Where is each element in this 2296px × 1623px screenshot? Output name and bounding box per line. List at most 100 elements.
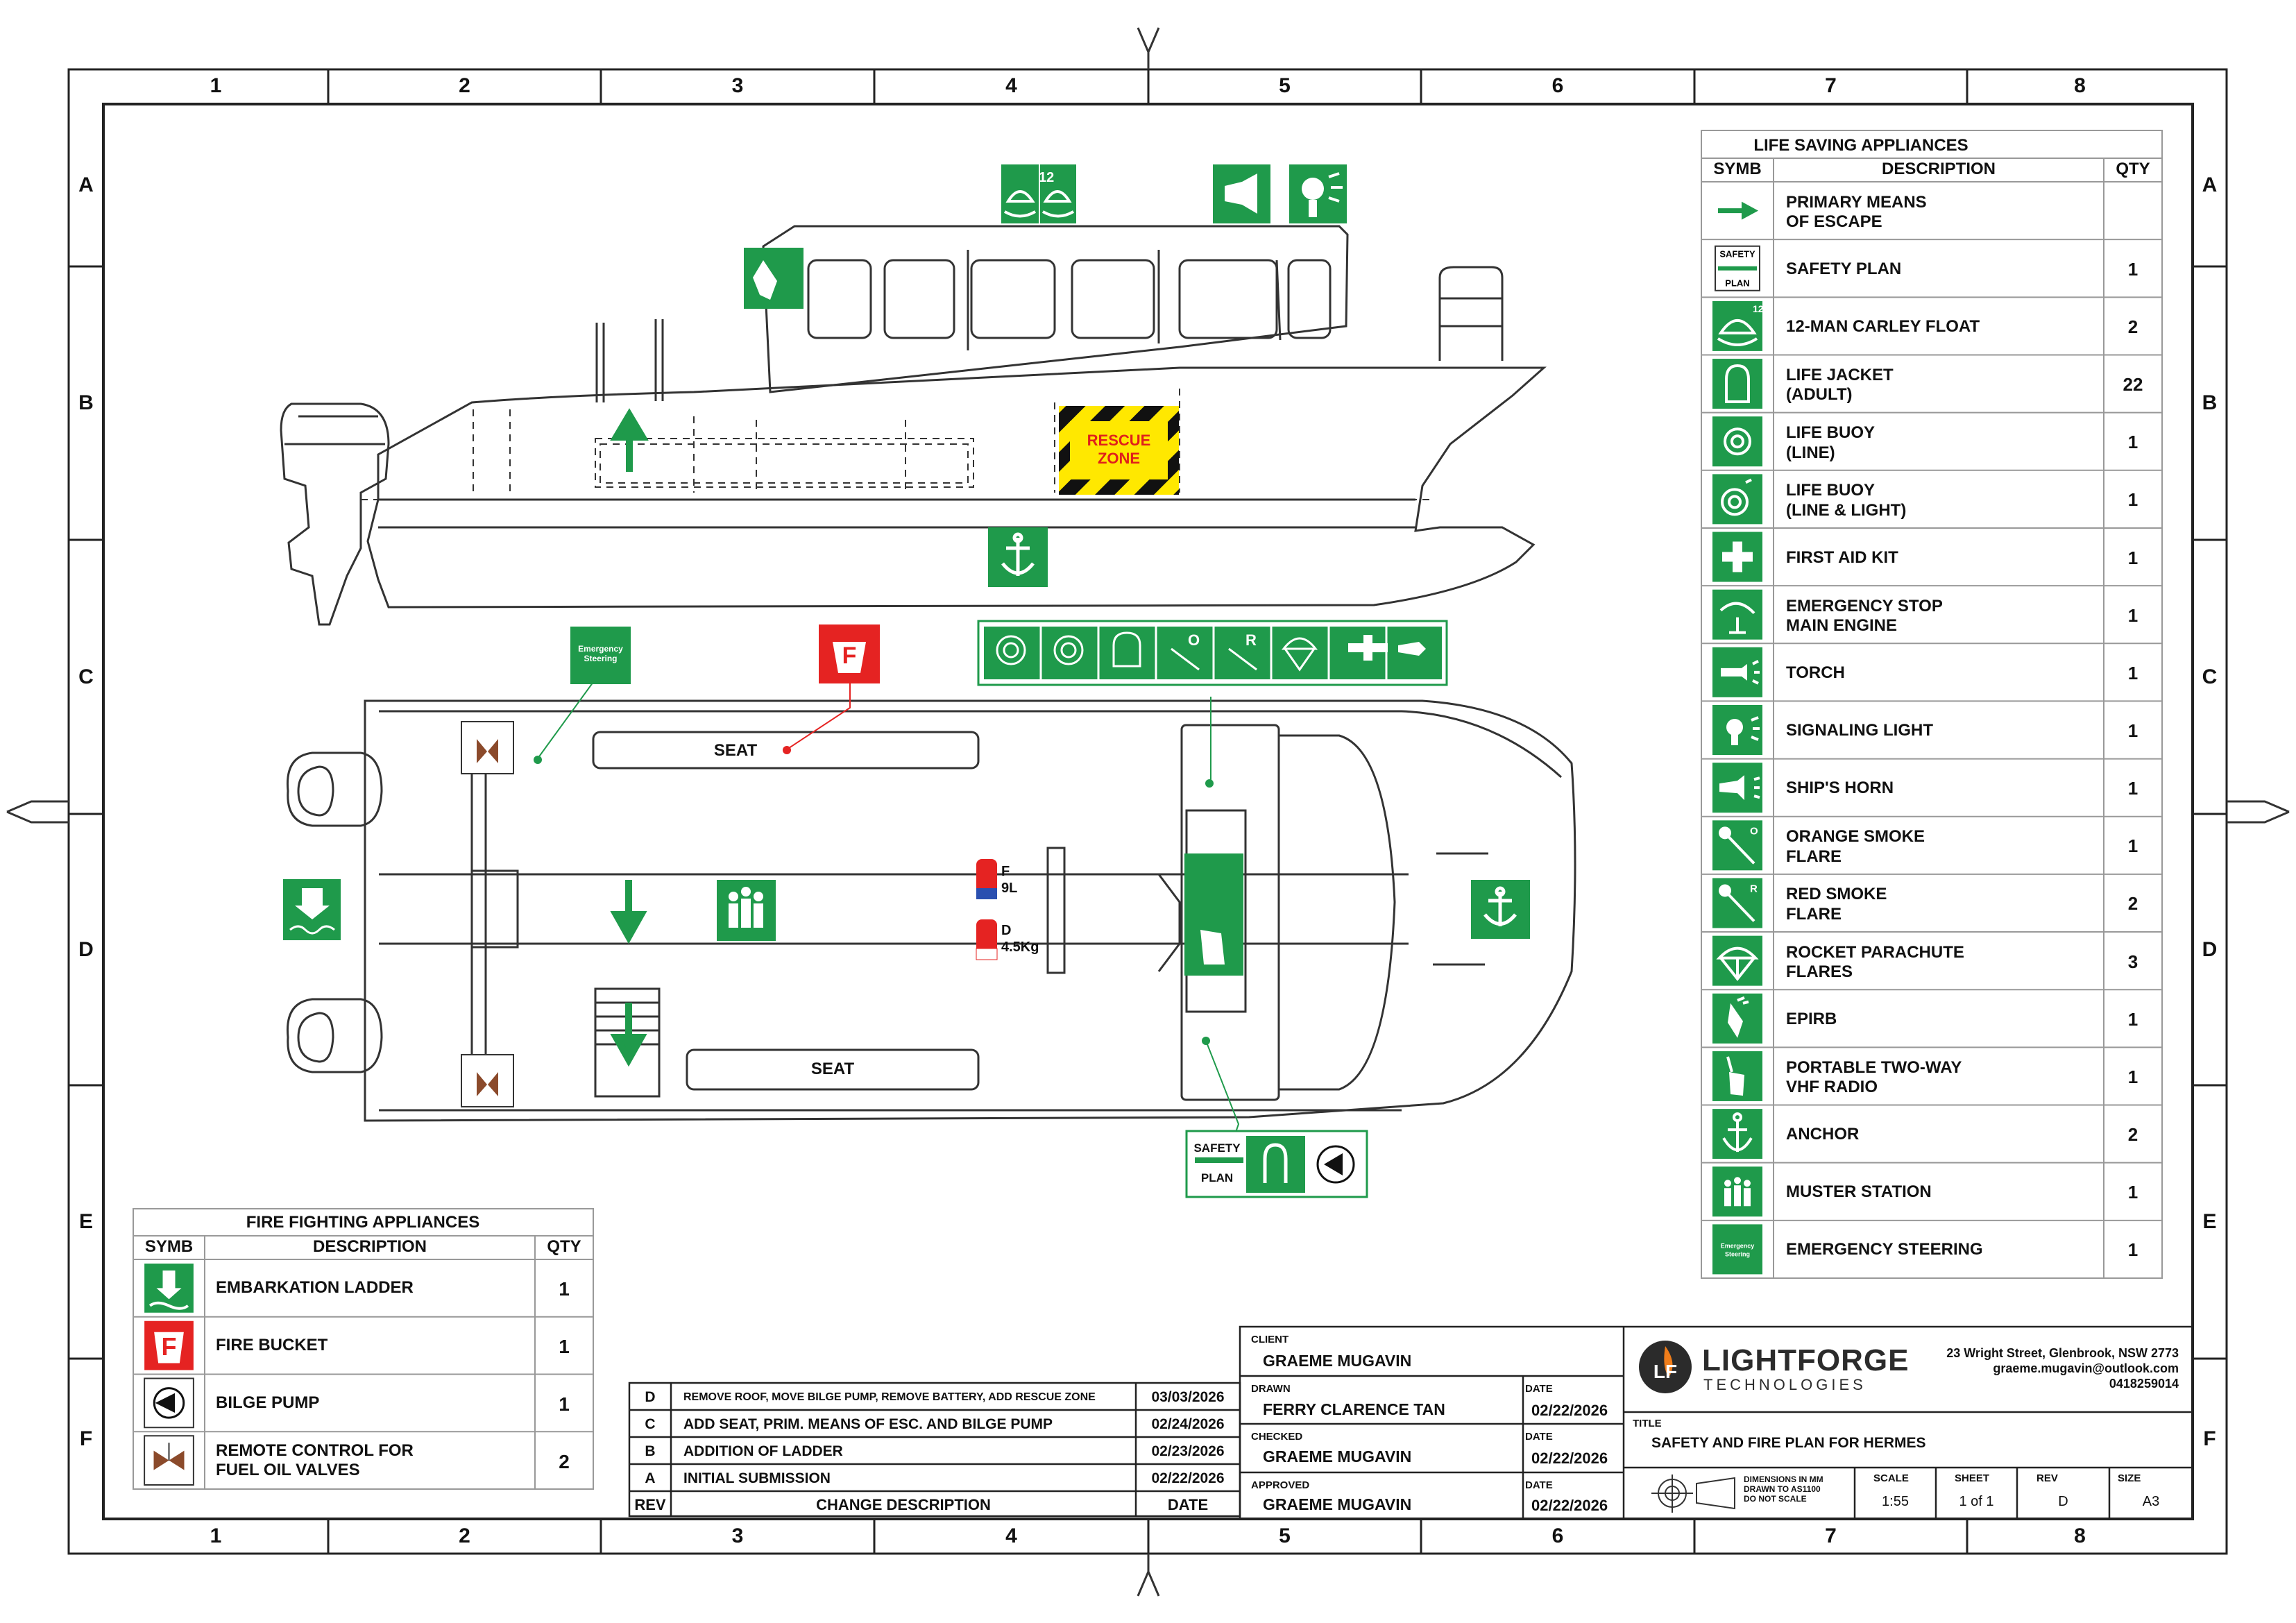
fuel-valve-control-icon [144, 1435, 194, 1486]
grid-row-left: A [78, 173, 94, 196]
lsa-row-description: EPIRB [1786, 1009, 1837, 1028]
company-address: 23 Wright Street, Glenbrook, NSW 2773 [1946, 1346, 2179, 1360]
ffa-row-description: REMOTE CONTROL FOR FUEL OIL VALVES [216, 1441, 414, 1479]
ffa-table-title: FIRE FIGHTING APPLIANCES [246, 1213, 480, 1232]
checked-date-label: DATE [1525, 1431, 1553, 1443]
revision-date: 02/23/2026 [1151, 1443, 1225, 1459]
outboard-engine [280, 402, 390, 626]
lsa-row-description: SHIP'S HORN [1786, 779, 1894, 798]
smoke-orange-letter: O [1188, 631, 1200, 649]
lsa-row-qty: 1 [2127, 720, 2138, 741]
revision-description: REMOVE ROOF, MOVE BILGE PUMP, REMOVE BAT… [683, 1391, 1096, 1403]
fuel-valve-top [461, 721, 514, 774]
lsa-header-symbol: SYMB [1713, 160, 1762, 178]
svg-text:F: F [162, 1332, 177, 1361]
grid-col-top: 4 [1005, 74, 1017, 97]
checked-label: CHECKED [1251, 1431, 1303, 1443]
rev-header-rev: REV [634, 1496, 666, 1513]
revision-description: INITIAL SUBMISSION [683, 1470, 831, 1486]
svg-text:PLAN: PLAN [1725, 278, 1749, 289]
company-name: LIGHTFORGE [1702, 1343, 1910, 1377]
ships-horn-icon [1712, 763, 1762, 813]
drawn-label: DRAWN [1251, 1383, 1291, 1395]
anchor-glyphs [1001, 532, 1517, 926]
plan-view [286, 699, 1576, 1122]
grid-col-top: 2 [459, 74, 470, 97]
fuel-valve-bottom [461, 1054, 514, 1107]
ffa-row-description: FIRE BUCKET [216, 1336, 328, 1355]
ffa-header-qty: QTY [547, 1237, 581, 1256]
client-label: CLIENT [1251, 1334, 1289, 1345]
grid-col-top: 5 [1279, 74, 1291, 97]
ffa-table-frame [133, 1208, 594, 1490]
grid-col-bottom: 2 [459, 1524, 470, 1547]
grid-col-bottom: 8 [2074, 1524, 2086, 1547]
revision-letter: C [645, 1416, 656, 1432]
first-aid-icon [1712, 532, 1762, 582]
revision-description: ADDITION OF LADDER [683, 1443, 843, 1459]
lsa-row-description: SAFETY PLAN [1786, 259, 1902, 278]
svg-text:Steering: Steering [1725, 1250, 1750, 1257]
sheet-label: SHEET [1955, 1472, 1990, 1484]
company-logo [1639, 1341, 1692, 1393]
muster-station-icon [1712, 1166, 1762, 1217]
svg-text:O: O [1750, 825, 1758, 837]
seat-top-label: SEAT [713, 741, 758, 760]
company-phone: 0418259014 [2109, 1377, 2179, 1391]
plan-hull [364, 699, 1576, 1122]
lsa-row-qty: 3 [2127, 951, 2138, 972]
ffa-icons: F [144, 1264, 194, 1486]
size-label: SIZE [2118, 1472, 2141, 1484]
rev-label: REV [2036, 1472, 2058, 1484]
lsa-row-description: FIRST AID KIT [1786, 547, 1898, 567]
lsa-row-description: 12-MAN CARLEY FLOAT [1786, 316, 1980, 336]
lsa-row-qty: 1 [2127, 489, 2138, 511]
drawn-date: 02/22/2026 [1531, 1402, 1608, 1419]
grid-row-right: A [2202, 173, 2218, 196]
seat-top-outline [592, 731, 980, 770]
drawn-date-label: DATE [1525, 1383, 1553, 1395]
bilge-pump-icon [144, 1377, 194, 1429]
dimensions-note: DIMENSIONS IN MM DRAWN TO AS1100 DO NOT … [1744, 1475, 1823, 1504]
grid-row-right: C [2202, 665, 2218, 688]
life-buoy-light-icon [1712, 474, 1762, 525]
lsa-row-qty: 22 [2123, 374, 2143, 396]
bow-rail [1438, 266, 1504, 361]
lsa-row-qty: 1 [2127, 258, 2138, 280]
title-label: TITLE [1633, 1418, 1662, 1429]
lsa-row-qty: 1 [2127, 547, 2138, 568]
lsa-row-qty: 2 [2127, 1124, 2138, 1146]
plan-engine-bottom [286, 998, 383, 1073]
side-profile-view [280, 225, 1547, 626]
ffa-row-qty: 2 [559, 1450, 570, 1472]
logo-letters: LF [1653, 1361, 1678, 1382]
life-buoy-line-icon [1712, 416, 1762, 467]
fire-bucket-icon: F [144, 1320, 194, 1370]
ffa-header-symbol: SYMB [144, 1237, 194, 1256]
ffa-row-description: EMBARKATION LADDER [216, 1278, 414, 1298]
ffa-header-description: DESCRIPTION [312, 1237, 427, 1256]
lsa-row-description: ORANGE SMOKE FLARE [1786, 827, 1925, 866]
lsa-row-qty: 1 [2127, 432, 2138, 453]
svg-text:R: R [1750, 883, 1758, 894]
lsa-row-qty: 1 [2127, 1008, 2138, 1030]
company-subtitle: TECHNOLOGIES [1703, 1376, 1866, 1393]
lsa-row-description: TORCH [1786, 663, 1845, 682]
leader-dots [534, 746, 1214, 1045]
lsa-table-frame [1701, 130, 2163, 1279]
grid-row-right: B [2202, 391, 2218, 414]
escape-arrow-plan-2 [610, 1003, 647, 1067]
grid-col-bottom: 3 [731, 1524, 744, 1547]
ffa-row-qty: 1 [559, 1336, 570, 1358]
approved-label: APPROVED [1251, 1479, 1310, 1491]
lsa-row-qty: 2 [2127, 316, 2138, 337]
carley-float-capacity: 12 [1039, 170, 1054, 185]
grid-col-bottom: 4 [1005, 1524, 1017, 1547]
plan-engine-top [286, 751, 383, 827]
svg-text:12: 12 [1753, 303, 1764, 314]
side-view-signs: 12 12 [610, 164, 1347, 587]
drawn-value: FERRY CLARENCE TAN [1263, 1400, 1445, 1418]
plan-signs: O R [283, 620, 1530, 1198]
checked-value: GRAEME MUGAVIN [1263, 1447, 1412, 1465]
